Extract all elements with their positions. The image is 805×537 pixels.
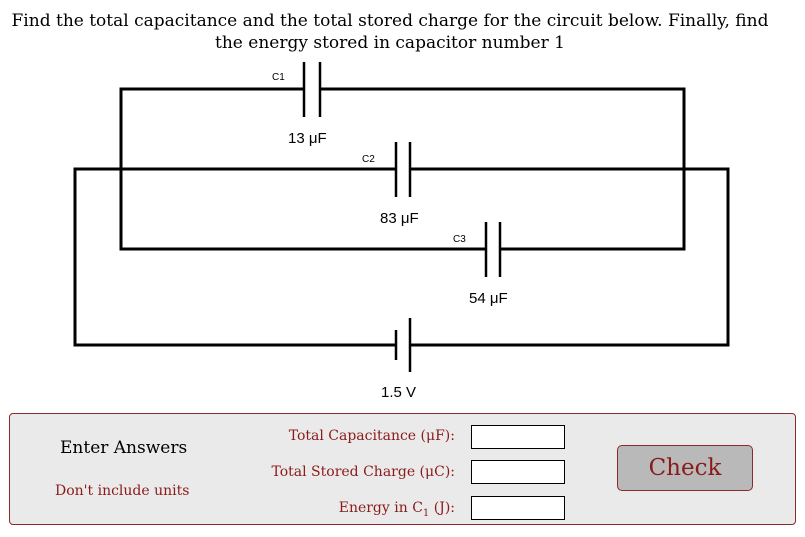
c2-value-label: 83 μF [380,210,419,227]
total-capacitance-input[interactable] [471,425,565,449]
c2-name-label: C2 [362,154,375,165]
circuit-diagram: C1 13 μF C2 83 μF C3 54 μF 1.5 V [73,62,730,401]
check-button[interactable]: Check [617,445,753,491]
question-line-1: Find the total capacitance and the total… [11,11,769,31]
energy-label-prefix: Energy in C [338,500,423,516]
units-note: Don't include units [55,483,190,499]
question-text: Find the total capacitance and the total… [0,10,780,54]
energy-label-subscript: 1 [422,507,430,519]
total-capacitance-label: Total Capacitance (μF): [288,428,455,444]
c1-name-label: C1 [272,72,285,83]
energy-label-suffix: (J): [429,500,455,516]
question-line-2: the energy stored in capacitor number 1 [215,33,565,53]
c1-value-label: 13 μF [288,130,327,147]
battery-value-label: 1.5 V [381,384,416,401]
c3-value-label: 54 μF [469,290,508,307]
total-charge-label: Total Stored Charge (μC): [271,464,455,480]
answer-panel: Enter Answers Don't include units Total … [9,413,796,525]
c3-name-label: C3 [453,234,466,245]
energy-c1-label: Energy in C1 (J): [195,500,455,519]
energy-c1-input[interactable] [471,496,565,520]
enter-answers-title: Enter Answers [60,438,188,458]
total-charge-input[interactable] [471,460,565,484]
